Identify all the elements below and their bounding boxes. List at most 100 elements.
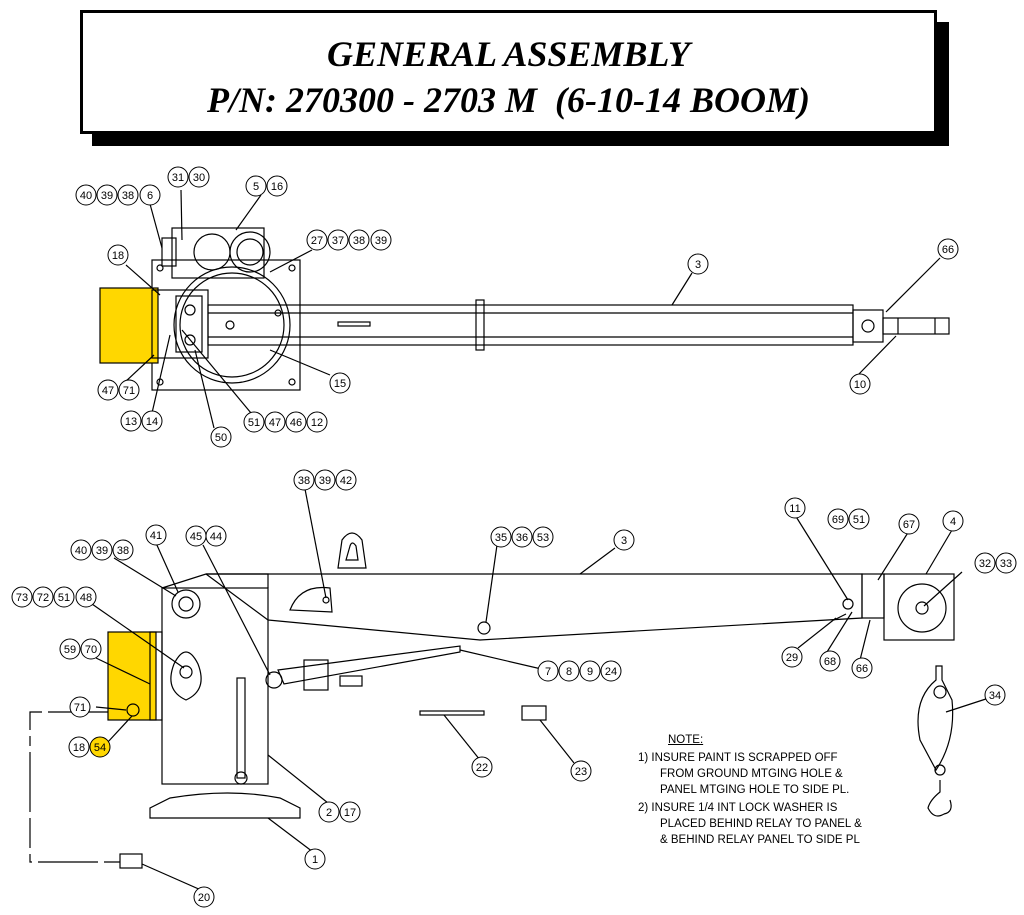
balloon-label: 41 [150,530,162,542]
balloon-circle [59,638,81,660]
balloon-circle [293,469,315,491]
balloon-circle [570,760,592,782]
balloon-label: 51 [58,592,70,604]
balloon-label: 3 [695,259,701,271]
balloon-circle [490,526,512,548]
balloon-label: 6 [147,190,153,202]
balloon-label: 53 [537,532,549,544]
balloon-label: 46 [290,417,302,429]
balloon-circle [537,660,559,682]
balloon-circle [285,411,307,433]
balloon-sv-45: 45 [185,525,207,547]
balloon-circle [613,529,635,551]
balloon-sv-20: 20 [193,886,215,908]
balloon-tv-38: 38 [117,184,139,206]
balloon-label: 33 [1000,558,1012,570]
part-22 [419,710,485,716]
balloon-label: 17 [344,807,356,819]
balloon-tv-5: 5 [245,175,267,197]
balloon-label: 40 [75,545,87,557]
turntable [173,266,291,384]
balloon-sv-48: 48 [75,586,97,608]
balloon-label: 15 [334,378,346,390]
balloon-sv-1: 1 [304,848,326,870]
balloon-label: 48 [80,592,92,604]
balloon-sv-39b: 39 [91,539,113,561]
balloon-circle [849,373,871,395]
balloon-tv-14: 14 [141,410,163,432]
balloon-label: 71 [123,385,135,397]
balloon-sv-23: 23 [570,760,592,782]
mast [161,587,269,785]
balloon-label: 31 [172,172,184,184]
balloon-label: 38 [298,475,310,487]
balloon-circle [995,552,1017,574]
balloon-label: 22 [476,762,488,774]
balloon-circle [974,552,996,574]
balloon-label: 5 [253,181,259,193]
balloon-circle [245,175,267,197]
balloon-label: 44 [210,531,222,543]
balloon-circle [942,510,964,532]
balloon-label: 69 [832,514,844,526]
balloon-tv-12: 12 [306,411,328,433]
balloon-tv-16: 16 [266,175,288,197]
balloon-circle [96,184,118,206]
balloon-circle [53,586,75,608]
balloon-label: 20 [198,892,210,904]
balloon-circle [851,657,873,679]
balloon-circle [898,513,920,535]
balloon-label: 18 [73,742,85,754]
balloon-label: 10 [854,379,866,391]
note-line-6: & BEHIND RELAY PANEL TO SIDE PL [660,834,860,846]
balloon-tv-30: 30 [188,166,210,188]
balloon-sv-71: 71 [69,696,91,718]
balloon-circle [145,524,167,546]
balloon-circle [120,410,142,432]
balloon-label: 59 [64,644,76,656]
balloon-label: 73 [16,592,28,604]
balloon-label: 18 [112,250,124,262]
balloon-label: 1 [312,854,318,866]
balloon-circle [210,426,232,448]
balloon-sv-32: 32 [974,552,996,574]
balloon-circle [306,229,328,251]
balloon-sv-36: 36 [511,526,533,548]
balloon-sv-7: 7 [537,660,559,682]
balloon-sv-29: 29 [781,646,803,668]
balloon-circle [11,586,33,608]
balloon-label: 70 [85,644,97,656]
balloon-circle [348,229,370,251]
balloon-circle [329,372,351,394]
balloon-label: 23 [575,766,587,778]
balloon-tv-6: 6 [139,184,161,206]
note-line-3: PANEL MTGING HOLE TO SIDE PL. [660,784,850,796]
balloon-sv-40: 40 [70,539,92,561]
base-pedestal [149,792,301,819]
balloon-label: 39 [319,475,331,487]
balloon-sv-9: 9 [579,660,601,682]
balloon-tv-18: 18 [107,244,129,266]
balloon-label: 39 [375,235,387,247]
note-line-4: 2) INSURE 1/4 INT LOCK WASHER IS [638,802,838,814]
balloon-circle [306,411,328,433]
balloon-label: 71 [74,702,86,714]
balloon-circle [827,508,849,530]
balloon-circle [75,184,97,206]
balloon-circle [70,539,92,561]
balloon-circle [784,497,806,519]
balloon-sv-8: 8 [558,660,580,682]
balloon-label: 66 [942,244,954,256]
balloon-sv-3: 3 [613,529,635,551]
balloon-label: 7 [545,666,551,678]
balloon-circle [205,525,227,547]
balloon-sv-18: 18 [68,736,90,758]
balloon-circle [89,736,111,758]
balloon-tv-31: 31 [167,166,189,188]
balloon-tv-71: 71 [118,379,140,401]
boom-top [207,304,854,346]
balloon-sv-44: 44 [205,525,227,547]
note-line-2: FROM GROUND MTGING HOLE & [660,768,843,780]
balloon-sv-54: 54 [89,736,111,758]
balloon-label: 47 [102,385,114,397]
